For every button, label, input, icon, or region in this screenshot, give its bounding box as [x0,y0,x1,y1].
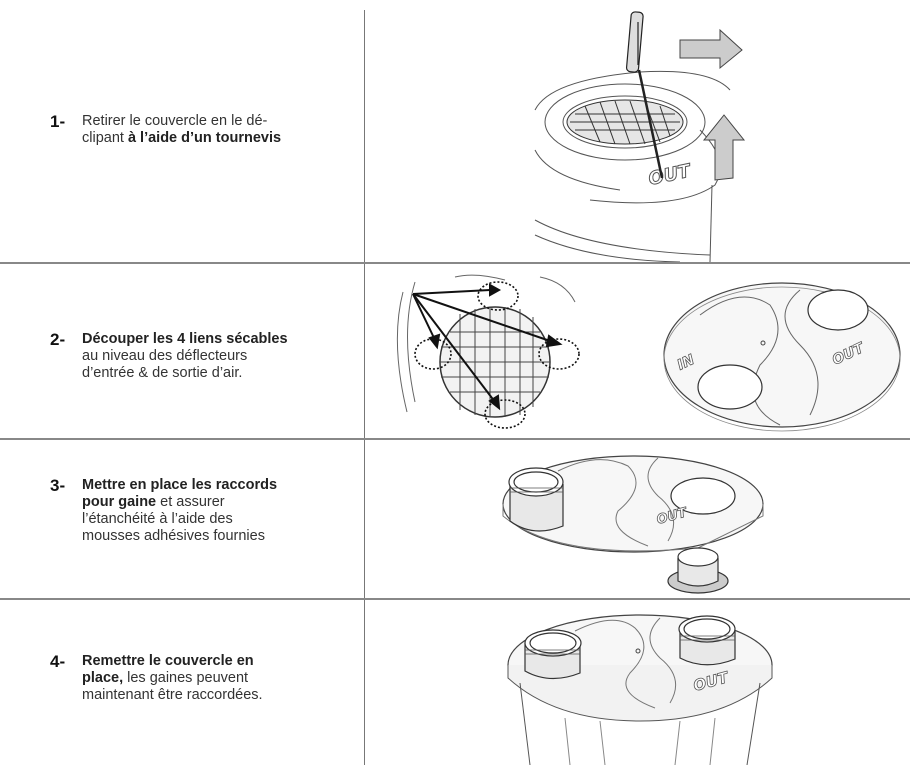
step-3-illustration: OUT [498,446,768,596]
step-2-description: Découper les 4 liens sécables au niveau … [82,331,288,381]
step-4-number: 4- [50,652,66,671]
column-divider [364,10,365,765]
row-divider-3 [0,598,910,600]
step-2-number: 2- [50,330,66,349]
step-1-illustration: OUT [530,10,770,262]
step-2-lid-illustration: IN OUT [660,275,905,435]
step-1-description: Retirer le couvercle en le dé- clipant à… [82,113,282,146]
step-3-number: 3- [50,476,66,495]
step-2-grille-illustration [395,272,595,432]
row-divider-1 [0,262,910,264]
step-4-description: Remettre le couvercle en place, les gain… [82,653,263,703]
step-1-number: 1- [50,112,66,131]
in-label: IN [675,352,697,374]
step-4-illustration: OUT [505,603,775,765]
out-label: OUT [647,160,694,190]
row-divider-2 [0,438,910,440]
step-3-description: Mettre en place les raccords pour gaine … [82,477,278,544]
